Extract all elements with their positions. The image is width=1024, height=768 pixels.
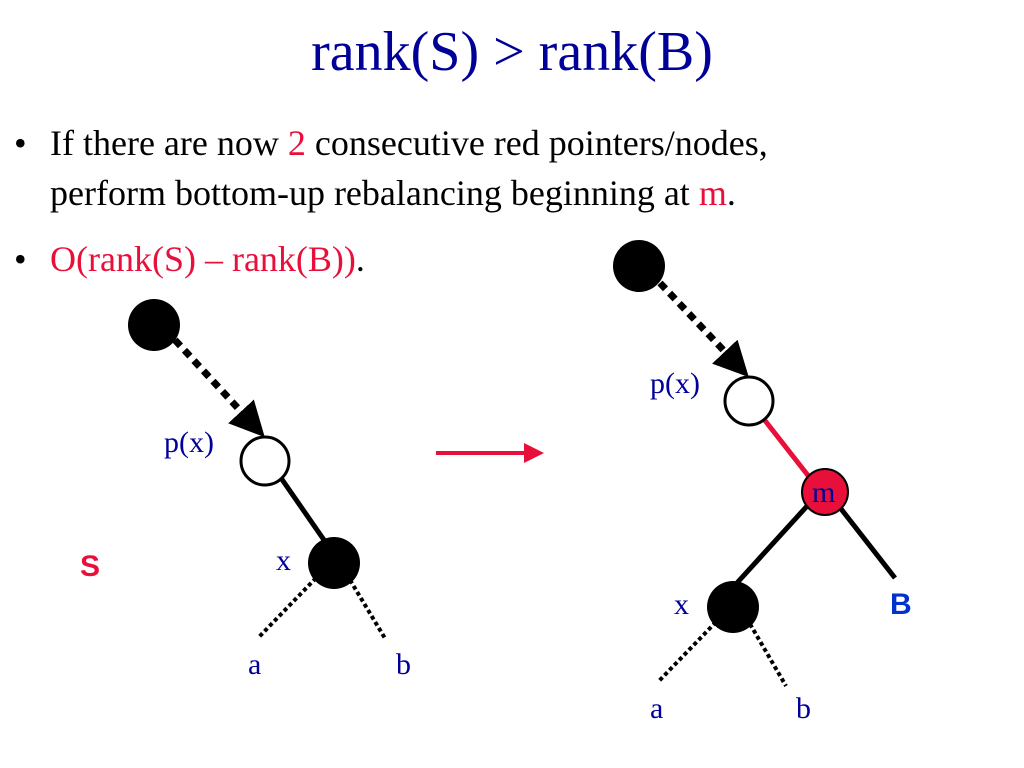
right-root-node [613, 240, 665, 292]
right-child-node [707, 581, 759, 633]
bullet-1-highlight-2: 2 [287, 123, 306, 163]
left-child-node [308, 537, 360, 589]
bullet-dot: • [14, 123, 27, 163]
bullet-dot: • [14, 239, 27, 279]
right-subtree-b-label: B [890, 588, 912, 621]
left-edge-to-b [348, 578, 388, 642]
right-m-x-edge [734, 503, 810, 586]
left-edge-to-a [256, 576, 318, 640]
bullet-1-highlight-m: m [698, 173, 727, 213]
bullet-1-text-d: perform bottom-up rebalancing beginning … [50, 173, 699, 213]
right-parent-m-edge [761, 416, 812, 480]
bullet-1-text-a: If there are now [50, 123, 288, 163]
right-parent-label: p(x) [650, 367, 700, 400]
left-root-pointer-edge [172, 337, 265, 438]
right-m-b-edge [836, 503, 897, 580]
left-root-node [128, 299, 180, 351]
right-m-label: m [812, 476, 836, 509]
right-parent-node [723, 375, 775, 427]
left-leaf-a-label: a [248, 648, 262, 681]
right-leaf-a-label: a [650, 692, 664, 725]
left-parent-child-edge [278, 476, 327, 542]
left-parent-label: p(x) [164, 426, 214, 459]
left-child-label: x [276, 544, 291, 577]
bullet-2-period: . [355, 239, 365, 279]
bullet-1-text-c: consecutive red pointers/nodes, [305, 123, 768, 163]
right-edge-to-b [748, 622, 788, 688]
left-subtree-s-label: S [80, 550, 101, 583]
right-m-node [801, 468, 849, 516]
left-leaf-b-label: b [396, 648, 411, 681]
right-edge-to-a [656, 620, 718, 684]
bullet-1-period: . [726, 173, 736, 213]
page-title: rank(S) > rank(B) [311, 21, 713, 83]
right-leaf-b-label: b [796, 692, 811, 725]
right-child-label: x [674, 588, 689, 621]
right-root-pointer-edge [657, 280, 749, 378]
bullet-2-complexity: O(rank(S) – rank(B)) [50, 239, 356, 279]
left-parent-node [239, 435, 291, 487]
